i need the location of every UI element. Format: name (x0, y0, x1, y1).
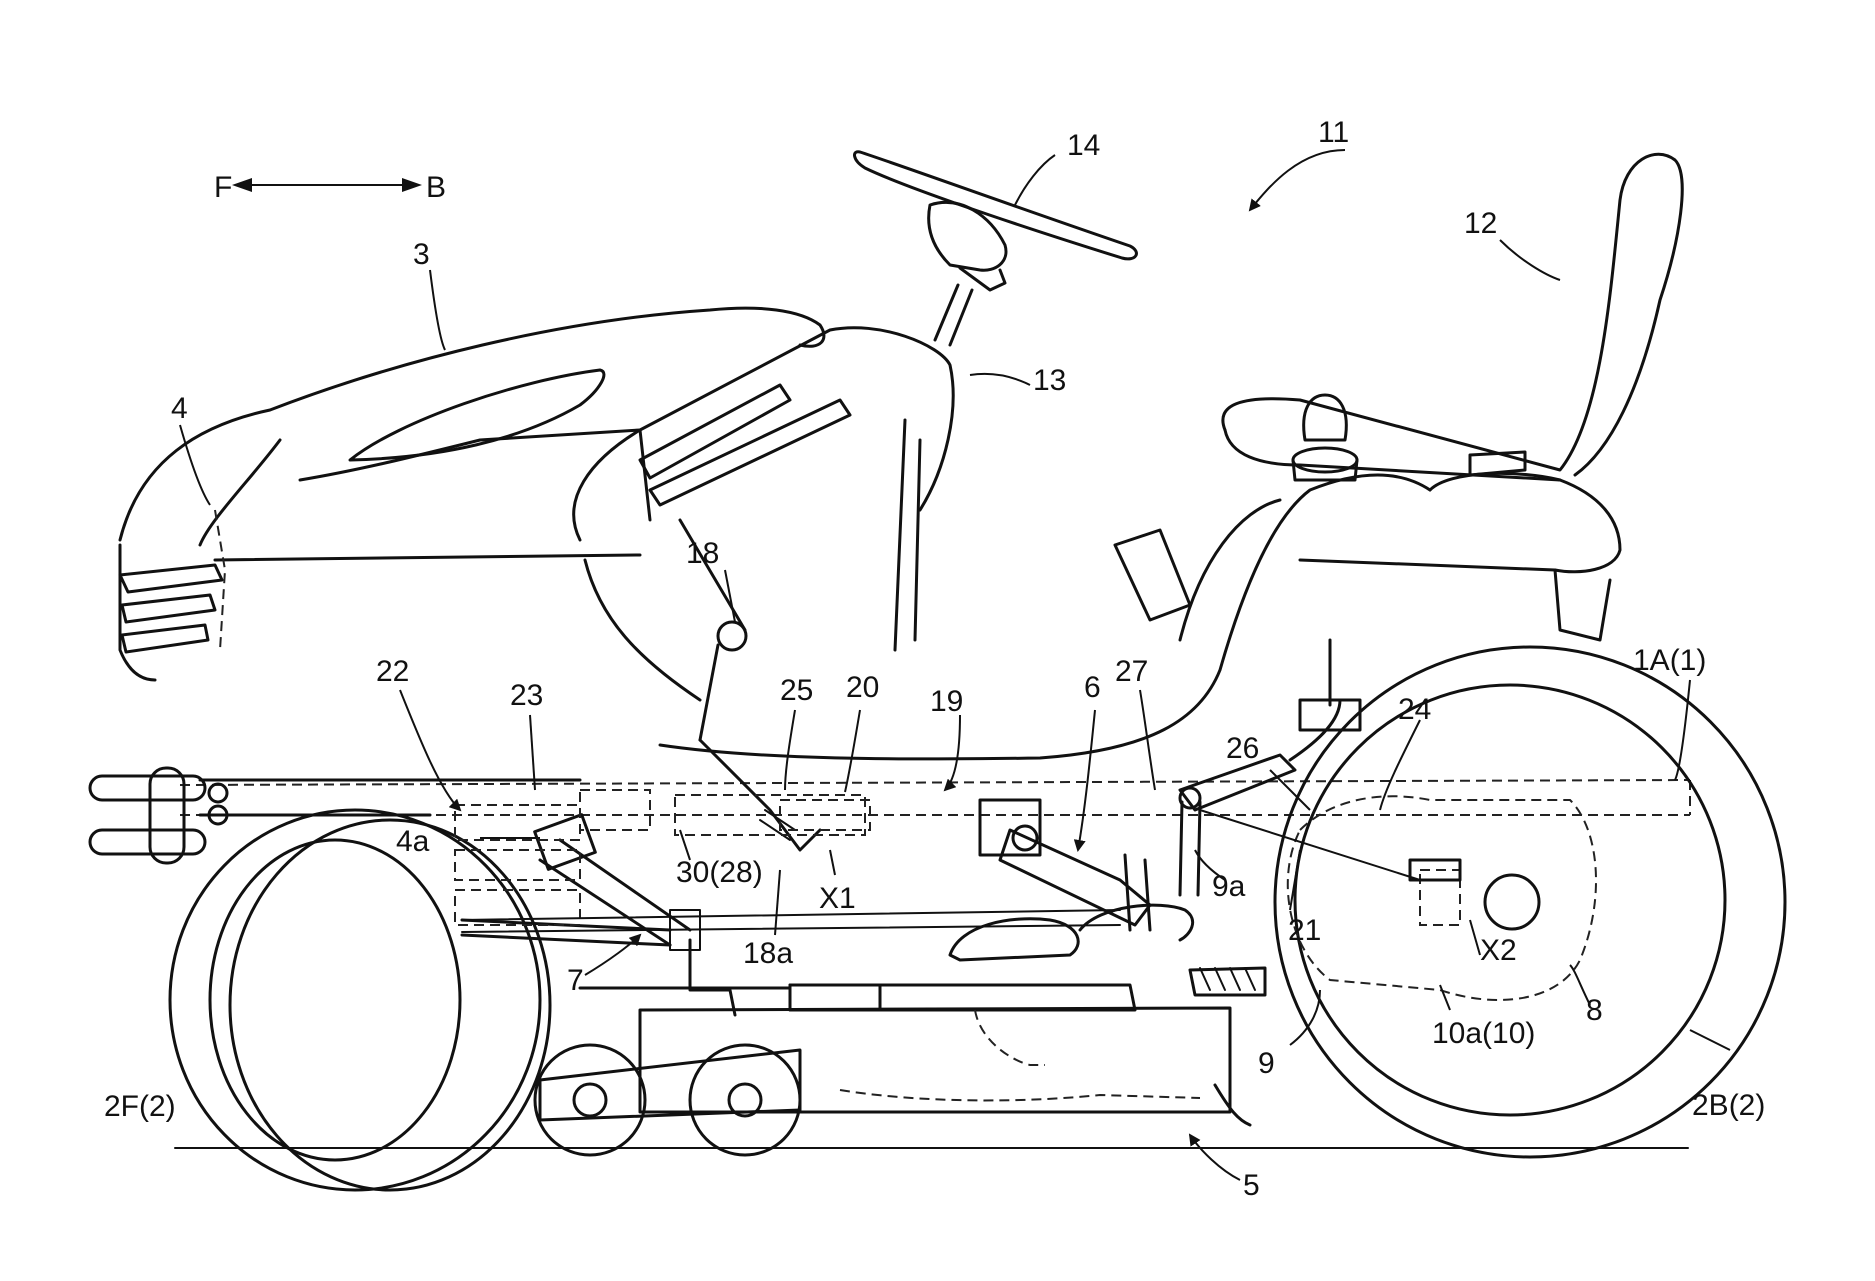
label-4a: 4a (396, 825, 430, 858)
transmission (1288, 796, 1596, 1000)
label-6: 6 (1084, 671, 1101, 704)
label-20: 20 (846, 671, 879, 704)
label-24: 24 (1398, 693, 1431, 726)
label-23: 23 (510, 679, 543, 712)
hood (120, 308, 824, 680)
label-21: 21 (1288, 914, 1321, 947)
frame (180, 780, 1690, 815)
dashboard-panel (574, 328, 953, 700)
label-4: 4 (171, 392, 188, 425)
label-12: 12 (1464, 207, 1497, 240)
label-18: 18 (686, 537, 719, 570)
label-27: 27 (1115, 655, 1148, 688)
label-18a: 18a (743, 937, 793, 970)
mower-deck (580, 905, 1265, 1125)
label-14: 14 (1067, 129, 1100, 162)
label-1A: 1A(1) (1633, 644, 1706, 677)
gauge-wheels (535, 1045, 800, 1155)
label-3: 3 (413, 238, 430, 271)
label-5: 5 (1243, 1169, 1260, 1202)
label-7: 7 (567, 964, 584, 997)
front-wheel (170, 810, 550, 1190)
front-grille (120, 440, 280, 652)
drive-belt (462, 910, 1120, 932)
label-19: 19 (930, 685, 963, 718)
label-30-28: 30(28) (676, 856, 763, 889)
seat (1223, 154, 1682, 640)
label-26: 26 (1226, 732, 1259, 765)
label-9: 9 (1258, 1047, 1275, 1080)
label-X1: X1 (819, 882, 856, 915)
direction-back-label: B (426, 171, 446, 204)
label-10a-10: 10a(10) (1432, 1017, 1535, 1050)
label-8: 8 (1586, 994, 1603, 1027)
label-22: 22 (376, 655, 409, 688)
label-2F: 2F(2) (104, 1090, 176, 1123)
label-9a: 9a (1212, 870, 1246, 903)
direction-arrow (232, 178, 422, 192)
label-11: 11 (1318, 116, 1349, 149)
rear-wheel (1275, 647, 1785, 1157)
label-X2: X2 (1480, 934, 1517, 967)
steering-wheel (855, 152, 1137, 290)
label-2B: 2B(2) (1692, 1089, 1765, 1122)
label-13: 13 (1033, 364, 1066, 397)
steering-column (935, 285, 972, 345)
label-25: 25 (780, 674, 813, 707)
direction-front-label: F (214, 171, 232, 204)
